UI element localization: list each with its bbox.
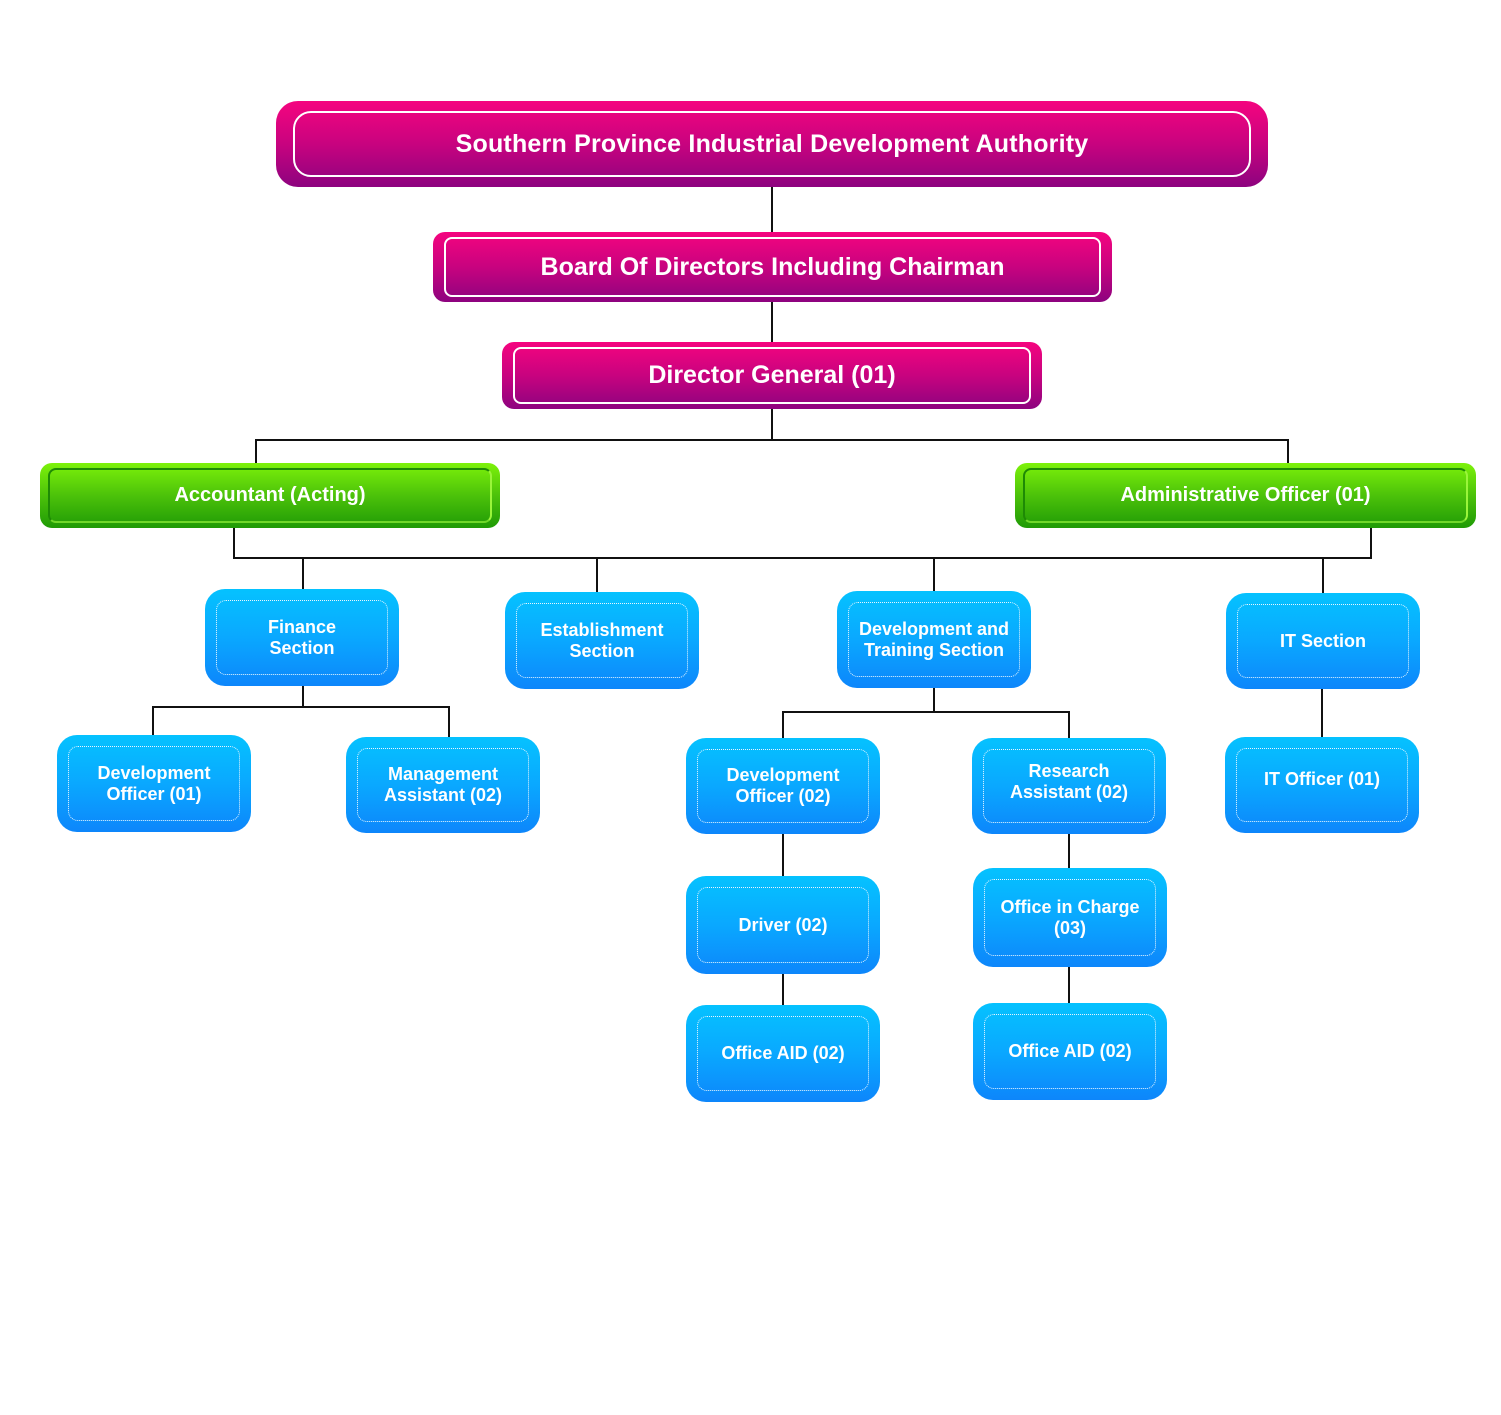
node-inner-border (68, 746, 240, 821)
node-inner-border (1236, 748, 1408, 822)
node-label: Accountant (Acting) (174, 484, 366, 506)
node-label-line: Finance (267, 616, 337, 637)
node-label: Office AID (02) (1008, 1041, 1131, 1062)
node-dt-research-assistant: Research Assistant (02) (972, 738, 1166, 834)
node-inner-border (697, 749, 869, 823)
node-label: Southern Province Industrial Development… (455, 129, 1089, 158)
node-label: IT Officer (01) (1264, 769, 1380, 790)
node-dt-office-in-charge: Office in Charge (03) (973, 868, 1167, 967)
node-label: Management Assistant (02) (384, 764, 502, 805)
node-accountant: Accountant (Acting) (40, 463, 500, 528)
node-inner-border (697, 887, 869, 963)
node-label: Office AID (02) (721, 1043, 844, 1064)
connectors (152, 186, 1372, 1006)
node-label: Development Officer (01) (97, 763, 210, 804)
node-label-line: Officer (01) (106, 783, 202, 804)
node-inner-border (1237, 604, 1409, 678)
node-label: Driver (02) (738, 915, 827, 936)
node-label: Board Of Directors Including Chairman (540, 252, 1005, 281)
node-label-line: (03) (1053, 917, 1086, 938)
node-inner-border (983, 749, 1155, 823)
node-label: IT Section (1280, 631, 1366, 652)
node-inner-border (48, 468, 492, 523)
node-inner-border (513, 347, 1031, 404)
node-label: Establishment Section (540, 620, 663, 661)
node-administrative-officer: Administrative Officer (01) (1015, 463, 1476, 528)
node-inner-border (516, 603, 688, 678)
node-dt-office-aid-1: Office AID (02) (686, 1005, 880, 1102)
node-label: Director General (01) (648, 361, 896, 390)
node-label-line: Establishment (540, 619, 664, 640)
node-label: Administrative Officer (01) (1120, 484, 1371, 506)
node-label-line: Assistant (02) (1009, 782, 1129, 802)
node-label-line: IT Section (1279, 630, 1366, 651)
node-label-line: Officer (02) (735, 786, 831, 806)
node-label-line: Office AID (02) (721, 1043, 845, 1064)
node-label: Research Assistant (02) (1010, 761, 1128, 802)
node-label-line: Training Section (863, 639, 1005, 660)
node-inner-border (848, 602, 1020, 677)
node-label-line: Office AID (02) (1008, 1041, 1132, 1062)
node-label: Development Officer (02) (726, 765, 839, 806)
node-label: Finance Section (268, 617, 336, 658)
node-dt-development-officer: Development Officer (02) (686, 738, 880, 834)
node-label-line: Research (1028, 761, 1110, 782)
node-authority: Southern Province Industrial Development… (276, 101, 1268, 187)
node-label: Office in Charge (03) (1000, 897, 1139, 938)
node-inner-border (984, 1014, 1156, 1089)
node-label-line: IT Officer (01) (1263, 768, 1381, 789)
node-director-general: Director General (01) (502, 342, 1042, 409)
node-inner-border (216, 600, 388, 675)
node-it-section: IT Section (1226, 593, 1420, 689)
node-label-line: Development (97, 762, 211, 783)
node-inner-border (984, 879, 1156, 956)
node-label-line: Development (726, 765, 840, 786)
node-label-line: Section (269, 637, 335, 658)
node-inner-border (293, 111, 1251, 177)
node-inner-border (357, 748, 529, 822)
node-inner-border (697, 1016, 869, 1091)
node-finance-management-assistant: Management Assistant (02) (346, 737, 540, 833)
node-development-training-section: Development and Training Section (837, 591, 1031, 688)
node-label-line: Office in Charge (1000, 896, 1140, 917)
node-board: Board Of Directors Including Chairman (433, 232, 1112, 302)
node-dt-office-aid-2: Office AID (02) (973, 1003, 1167, 1100)
node-label-line: Management (387, 764, 498, 785)
node-label-line: Assistant (02) (383, 785, 503, 805)
node-inner-border (1023, 468, 1468, 523)
node-label-line: Driver (02) (738, 914, 828, 935)
node-label: Development and Training Section (859, 619, 1009, 660)
node-establishment-section: Establishment Section (505, 592, 699, 689)
node-finance-section: Finance Section (205, 589, 399, 686)
node-it-officer: IT Officer (01) (1225, 737, 1419, 833)
node-dt-driver: Driver (02) (686, 876, 880, 974)
node-inner-border (444, 237, 1101, 297)
node-finance-development-officer: Development Officer (01) (57, 735, 251, 832)
node-label-line: Section (569, 640, 635, 661)
node-label-line: Development and (858, 618, 1010, 639)
